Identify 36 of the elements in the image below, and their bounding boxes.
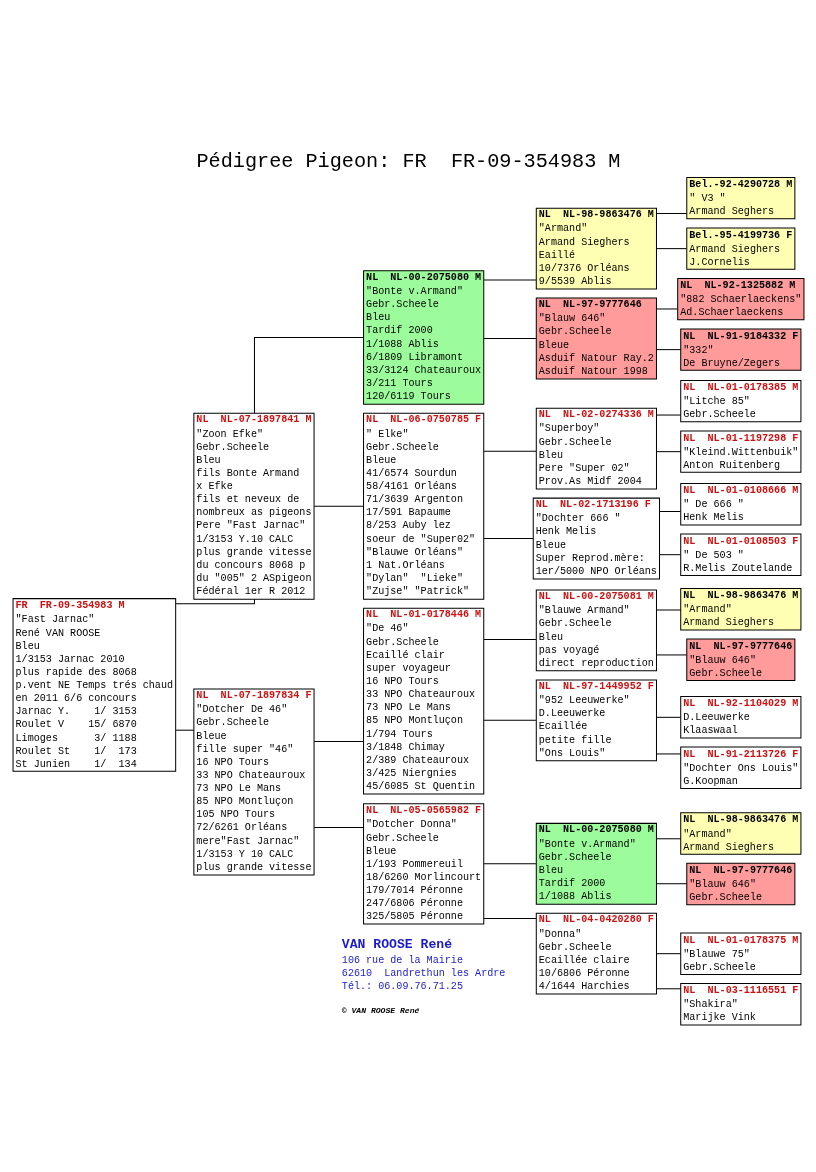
connector [658,511,681,512]
connector [313,505,364,507]
connector [655,414,681,416]
label: VAN ROOSE René [341,937,452,953]
connector [658,554,681,556]
connector [253,337,364,414]
connector [483,639,536,641]
connector [655,988,681,990]
connector [655,308,678,310]
diagram-title: Pédigree Pigeon: FR FR-09-354983 M [195,150,621,174]
connector [655,838,681,840]
connector [174,598,255,605]
connector [655,716,681,718]
connector [483,863,536,865]
label: 62610 Landrethun les Ardre [341,967,505,979]
connector [483,338,536,340]
connector [655,953,681,955]
connector [655,451,681,453]
connector [483,279,536,281]
connector [313,741,364,743]
label: Tél.: 06.09.76.71.25 [341,981,463,993]
connector [655,883,687,885]
connector [483,538,534,540]
label: © VAN ROOSE René [341,1005,419,1015]
connector [175,729,194,731]
connector [655,753,681,755]
label: 106 rue de la Mairie [341,954,463,966]
connector [483,918,536,920]
connector [655,248,687,250]
connector [483,719,536,721]
connector [655,609,681,611]
connector [655,349,681,351]
connector [655,654,687,656]
connector [313,826,364,828]
connector [483,450,536,452]
connector [655,213,687,215]
